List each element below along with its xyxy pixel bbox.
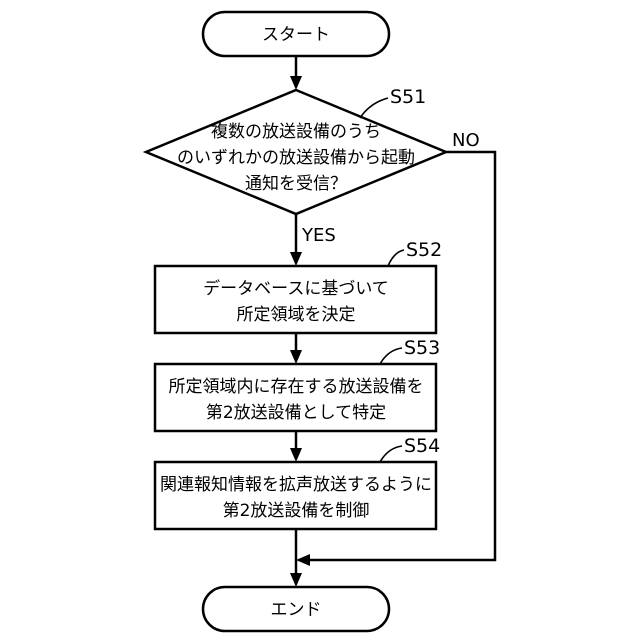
end-label: エンド: [271, 600, 322, 620]
no-label: NO: [452, 130, 480, 151]
arrowhead-to-s52: [290, 252, 302, 266]
start-label: スタート: [262, 25, 330, 45]
arrowhead-to-s54: [290, 448, 302, 462]
process-s53-line-2: 第2放送設備として特定: [206, 403, 386, 423]
step-leader-s51: [360, 98, 388, 118]
step-label-s52: S52: [406, 239, 442, 261]
process-s53-line-1: 所定領域内に存在する放送設備を: [169, 377, 424, 397]
yes-label: YES: [301, 225, 336, 246]
step-leader-s52: [388, 250, 404, 266]
step-label-s53: S53: [404, 337, 440, 359]
step-leader-s54: [380, 446, 402, 462]
step-label-s54: S54: [404, 435, 440, 457]
decision-line-1: 複数の放送設備のうち: [211, 122, 381, 142]
process-s54-line-2: 第2放送設備を制御: [223, 501, 370, 521]
arrowhead-to-s53: [290, 350, 302, 364]
step-leader-s53: [380, 348, 402, 364]
step-label-s51: S51: [390, 86, 426, 108]
process-s52-line-1: データベースに基づいて: [203, 278, 389, 299]
arrowhead-to-end: [290, 573, 302, 587]
process-s54-line-1: 関連報知情報を拡声放送するように: [160, 475, 432, 495]
decision-line-3: 通知を受信？: [245, 174, 347, 194]
decision-line-2: のいずれかの放送設備から起動: [177, 148, 415, 168]
arrowhead-to-decision: [290, 76, 302, 90]
arrowhead-no-merge: [296, 554, 310, 566]
process-s52-line-2: 所定領域を決定: [237, 305, 356, 325]
